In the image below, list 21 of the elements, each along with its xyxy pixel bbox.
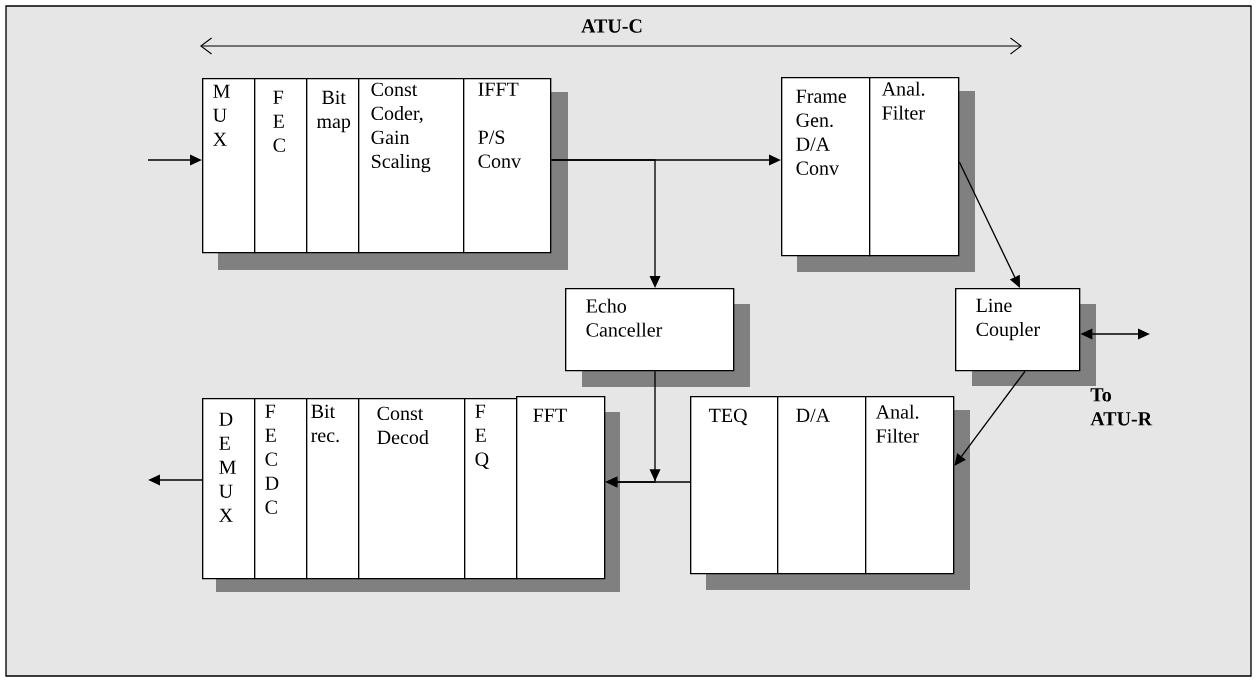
processing-block: FFT (516, 396, 606, 580)
processing-block: TEQ (690, 396, 779, 575)
processing-block: M U X (202, 78, 256, 254)
processing-block: D/A (777, 396, 867, 575)
processing-block: Bit map (306, 78, 360, 254)
processing-block: Anal. Filter (865, 396, 955, 575)
arrow (954, 370, 1026, 466)
processing-block: Bit rec. (306, 398, 360, 580)
processing-block: F E Q (464, 398, 518, 580)
processing-block: Anal. Filter (869, 77, 960, 257)
processing-block: F E C (254, 78, 308, 254)
processing-block: IFFT P/S Conv (463, 78, 552, 254)
processing-block: D E M U X (202, 398, 256, 580)
processing-block: F E C D C (254, 398, 308, 580)
port-label: To ATU-R (1090, 388, 1153, 426)
processing-block: Const Coder, Gain Scaling (358, 78, 465, 254)
arrow (958, 161, 1020, 288)
processing-block: Echo Canceller (565, 288, 735, 372)
arrow (147, 154, 202, 166)
processing-block: Frame Gen. D/A Conv (781, 77, 871, 257)
processing-block: Line Coupler (955, 288, 1081, 372)
